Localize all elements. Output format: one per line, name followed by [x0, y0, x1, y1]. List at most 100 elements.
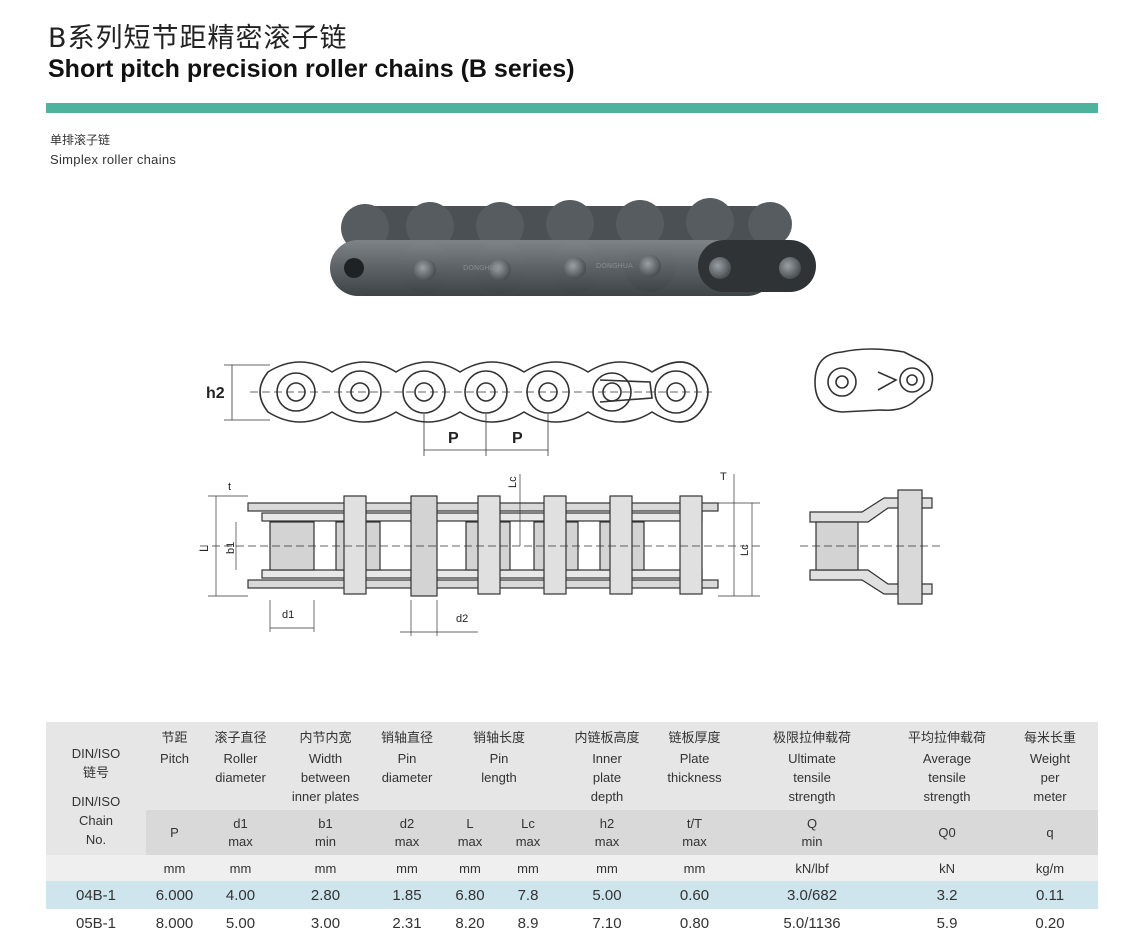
section-label-cn: 单排滚子链	[50, 133, 111, 147]
table-row: 05B-1 8.000 5.00 3.00 2.31 8.20 8.9 7.10…	[46, 909, 1099, 937]
cell-weight: 0.20	[1002, 909, 1099, 937]
cell-pin-length-L: 8.20	[441, 909, 499, 937]
header-pin-diameter-en: Pin diameter	[381, 751, 433, 785]
header-ultimate-strength-cn: 极限拉伸载荷	[773, 730, 852, 745]
dim-label-p2: P	[512, 430, 523, 447]
header-inner-width-cn: 内节内宽	[299, 730, 352, 745]
cell-pin-diameter: 2.31	[373, 909, 441, 937]
unit-ultimate-strength: kN/lbf	[732, 855, 893, 881]
dim-label-d1: d1	[282, 609, 294, 621]
cell-roller-diameter: 4.00	[203, 881, 278, 909]
chain-brand-mark-2: DONGHUA	[596, 262, 633, 270]
header-inner-plate-depth: 内链板高度 Inner plate depth	[557, 722, 658, 810]
cell-pin-length-Lc: 7.8	[499, 881, 558, 909]
header-pin-length-cn: 销轴长度	[473, 730, 526, 745]
cell-average-strength: 5.9	[892, 909, 1003, 937]
table-header-row: DIN/ISO 链号 DIN/ISO Chain No. 节距 Pitch 滚子直…	[46, 722, 1099, 855]
header-pin-length: 销轴长度 Pin length	[441, 722, 558, 810]
cell-inner-plate-depth: 5.00	[557, 881, 658, 909]
cell-ultimate-strength: 3.0/682	[732, 881, 893, 909]
header-inner-width: 内节内宽 Width between inner plates	[278, 722, 373, 810]
header-pin-length-en: Pin length	[481, 751, 517, 785]
header-average-strength-en: Average tensile strength	[922, 751, 972, 804]
cell-inner-plate-depth: 7.10	[557, 909, 658, 937]
dim-label-d2: d2	[456, 613, 468, 625]
header-pitch: 节距 Pitch	[146, 722, 203, 810]
unit-pin-diameter: mm	[373, 855, 441, 881]
page-title-en: Short pitch precision roller chains (B s…	[48, 55, 575, 83]
header-ultimate-strength-en: Ultimate tensile strength	[788, 751, 836, 804]
page-title-cn: B系列短节距精密滚子链	[48, 23, 348, 54]
sym-ultimate-strength: Q min	[732, 810, 893, 855]
table-symbol-row: P d1 max b1 min d2 max L max Lc max h2 m…	[46, 810, 1099, 855]
dim-label-T: T	[720, 471, 727, 483]
dim-label-h2: h2	[206, 385, 225, 402]
header-ultimate-strength: 极限拉伸载荷 Ultimate tensile strength	[732, 722, 893, 810]
dim-label-p1: P	[448, 430, 459, 447]
header-roller-diameter-cn: 滚子直径	[214, 730, 267, 745]
table-unit-row: mm mm mm mm mm mm mm mm kN/lbf kN kg/m	[46, 855, 1099, 881]
sym-pitch: P	[146, 810, 203, 855]
dim-label-L: L	[197, 545, 211, 552]
cell-weight: 0.11	[1002, 881, 1099, 909]
header-chain-no: DIN/ISO 链号 DIN/ISO Chain No.	[46, 722, 146, 855]
sym-inner-width: b1 min	[278, 810, 373, 855]
dim-label-lc-side: Lc	[739, 544, 751, 556]
unit-pin-length-Lc: mm	[499, 855, 558, 881]
chain-front-view	[224, 361, 712, 456]
unit-roller-diameter: mm	[203, 855, 278, 881]
unit-plate-thickness: mm	[657, 855, 733, 881]
dim-label-lc-top: Lc	[507, 476, 519, 488]
sym-weight: q	[1002, 810, 1099, 855]
unit-weight: kg/m	[1002, 855, 1099, 881]
cell-plate-thickness: 0.80	[657, 909, 733, 937]
cell-pitch: 8.000	[146, 909, 203, 937]
chain-side-view	[800, 489, 940, 605]
section-label-en: Simplex roller chains	[50, 152, 177, 167]
cell-chain-no: 05B-1	[46, 909, 146, 937]
unit-inner-plate-depth: mm	[557, 855, 658, 881]
sym-plate-thickness: t/T max	[657, 810, 733, 855]
header-inner-width-en: Width between inner plates	[291, 751, 360, 804]
cell-pin-length-L: 6.80	[441, 881, 499, 909]
accent-rule	[46, 103, 1098, 113]
sym-pin-length-Lc: Lc max	[499, 810, 558, 855]
dim-label-b1: b1	[225, 542, 237, 554]
header-weight-en: Weight per meter	[1029, 751, 1071, 804]
header-inner-plate-depth-en: Inner plate depth	[590, 751, 624, 804]
unit-average-strength: kN	[892, 855, 1003, 881]
cell-roller-diameter: 5.00	[203, 909, 278, 937]
unit-pin-length-L: mm	[441, 855, 499, 881]
cell-pitch: 6.000	[146, 881, 203, 909]
cell-pin-diameter: 1.85	[373, 881, 441, 909]
unit-inner-width: mm	[278, 855, 373, 881]
header-plate-thickness-cn: 链板厚度	[668, 730, 721, 745]
sym-pin-diameter: d2 max	[373, 810, 441, 855]
chain-end-view	[814, 348, 934, 413]
unit-pitch: mm	[146, 855, 203, 881]
cell-pin-length-Lc: 8.9	[499, 909, 558, 937]
cell-inner-width: 2.80	[278, 881, 373, 909]
sym-pin-length-L: L max	[441, 810, 499, 855]
table-row: 04B-1 6.000 4.00 2.80 1.85 6.80 7.8 5.00…	[46, 881, 1099, 909]
chain-photo: DONGHUA DONGHUA	[330, 198, 816, 296]
cell-inner-width: 3.00	[278, 909, 373, 937]
cell-chain-no: 04B-1	[46, 881, 146, 909]
cell-plate-thickness: 0.60	[657, 881, 733, 909]
chain-illustration: DONGHUA DONGHUA h2 P P	[197, 198, 940, 636]
header-chain-no-cn: DIN/ISO 链号	[71, 746, 121, 780]
sym-roller-diameter: d1 max	[203, 810, 278, 855]
sym-inner-plate-depth: h2 max	[557, 810, 658, 855]
header-inner-plate-depth-cn: 内链板高度	[574, 730, 640, 745]
specs-table: DIN/ISO 链号 DIN/ISO Chain No. 节距 Pitch 滚子直…	[46, 722, 1099, 937]
sym-average-strength: Q0	[892, 810, 1003, 855]
header-pitch-en: Pitch	[160, 751, 189, 766]
header-pitch-cn: 节距	[161, 730, 188, 745]
chain-top-view	[200, 474, 760, 636]
cell-average-strength: 3.2	[892, 881, 1003, 909]
dim-label-t: t	[228, 481, 231, 493]
